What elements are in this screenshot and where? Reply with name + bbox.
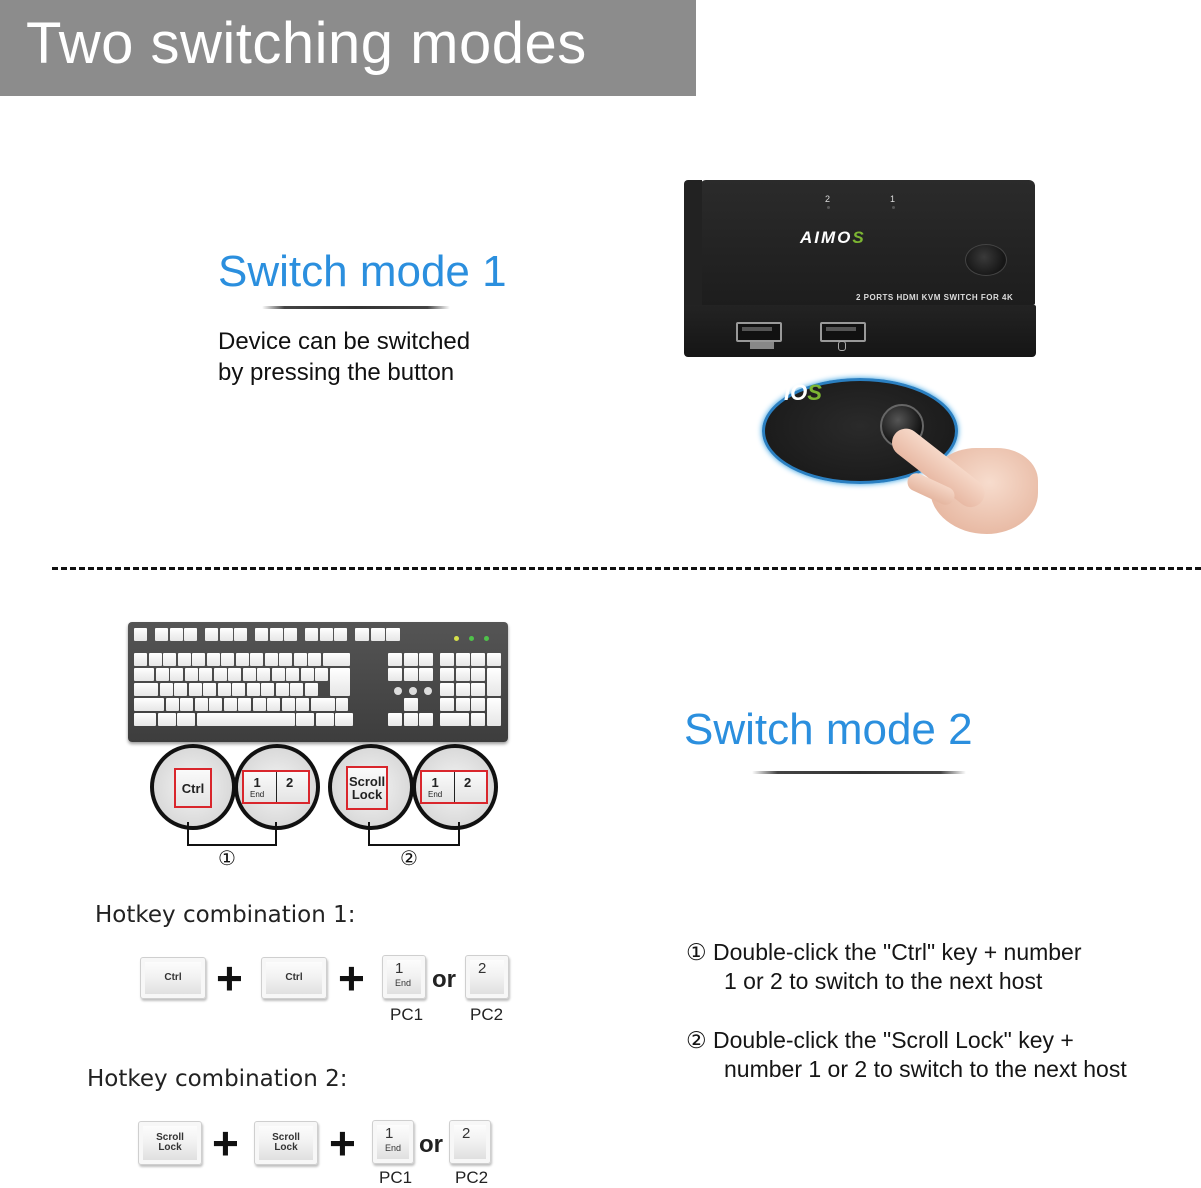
pc2-label: PC2 [470,1005,504,1024]
key-label-2: 2 [286,775,294,790]
magnified-brand-accent: S [807,380,822,405]
number-2-keycap: 2 [465,955,509,999]
mode2-title: Switch mode 2 [684,705,973,754]
mode1-description-line2: by pressing the button [218,359,455,386]
mode1-title: Switch mode 1 [218,247,507,296]
plus-sign: + [212,1117,239,1169]
magnified-brand-logo: IOS [784,380,822,406]
callout-marker-1: ① [218,848,236,870]
magnified-button-view [762,378,958,484]
device-side-panel [684,180,702,310]
magnifier-ctrl: Ctrl [150,744,236,830]
scroll-lock-label-line2: Lock [158,1142,182,1153]
or-text: or [432,966,456,993]
step-2-marker: ② [686,1027,707,1053]
usb-port-keyboard [736,322,782,342]
plus-sign: + [329,1117,356,1169]
mode2-step-1: ① Double-click the "Ctrl" key + number [686,938,1082,967]
brand-logo: AIMOS [800,228,866,248]
mode1-underline [262,306,450,309]
mode2-underline [752,771,966,774]
keyboard-icon [750,342,774,349]
hotkey-combo2-title: Hotkey combination 2: [87,1066,348,1092]
key-label-1: 1 [431,775,439,790]
led-label-2: 2 [825,194,831,204]
ctrl-key-highlight: Ctrl [174,768,212,808]
scroll-lock-label-line1: Scroll [348,774,386,789]
scroll-lock-label-line2: Lock [351,787,383,802]
number-2-keycap: 2 [449,1120,491,1164]
keyboard-illustration [128,622,508,742]
step-1-marker: ① [686,939,707,965]
step-1-line2: 1 or 2 to switch to the next host [724,968,1043,994]
magnified-brand-main: IO [784,380,808,405]
number-1-label: 1 [385,1125,394,1142]
num-lock-led [454,636,459,641]
step-1-line1: Double-click the "Ctrl" key + number [713,939,1082,965]
ctrl-keycap-2: Ctrl [261,957,327,999]
led-indicator-2 [827,206,830,209]
scroll-lock-label-line2: Lock [274,1142,298,1153]
scroll-lock-label-line1: Scroll [156,1132,184,1143]
key-label-2: 2 [464,775,472,790]
brand-logo-main: AIMO [800,228,853,247]
device-top-panel [700,180,1035,305]
step-2-line1: Double-click the "Scroll Lock" key + [713,1027,1074,1053]
section-divider [52,567,1201,570]
scroll-lock-led [484,636,489,641]
device-model-text: 2 PORTS HDMI KVM SWITCH FOR 4K [856,293,1014,302]
mouse-icon [838,341,846,351]
mode1-description-line1: Device can be switched [218,328,471,355]
caps-lock-led [469,636,474,641]
hotkey-combo1-title: Hotkey combination 1: [95,902,356,928]
step-2-line2: number 1 or 2 to switch to the next host [724,1056,1127,1082]
pc1-label: PC1 [390,1005,424,1024]
header-banner [0,0,696,96]
key-label-end: End [250,790,265,799]
callout-bracket-2 [368,822,460,846]
pc2-label: PC2 [455,1168,489,1187]
key-label-1: 1 [253,775,261,790]
key-label-end: End [428,790,443,799]
end-label: End [385,1143,402,1153]
plus-sign: + [338,952,365,1004]
ctrl-keycap-1: Ctrl [140,957,206,999]
page-title: Two switching modes [26,11,587,76]
end-label: End [395,978,412,988]
scroll-lock-label-line1: Scroll [272,1132,300,1143]
number-1-label: 1 [395,960,404,977]
brand-logo-accent: S [852,228,866,247]
device-switch-button [965,244,1007,276]
or-text: or [419,1131,443,1158]
led-indicator-1 [892,206,895,209]
callout-marker-2: ② [400,848,418,870]
mode2-step-2: ② Double-click the "Scroll Lock" key + [686,1026,1074,1055]
led-label-1: 1 [890,194,896,204]
usb-port-mouse [820,322,866,342]
plus-sign: + [216,952,243,1004]
pc1-label: PC1 [379,1168,413,1187]
callout-bracket-1 [187,822,277,846]
